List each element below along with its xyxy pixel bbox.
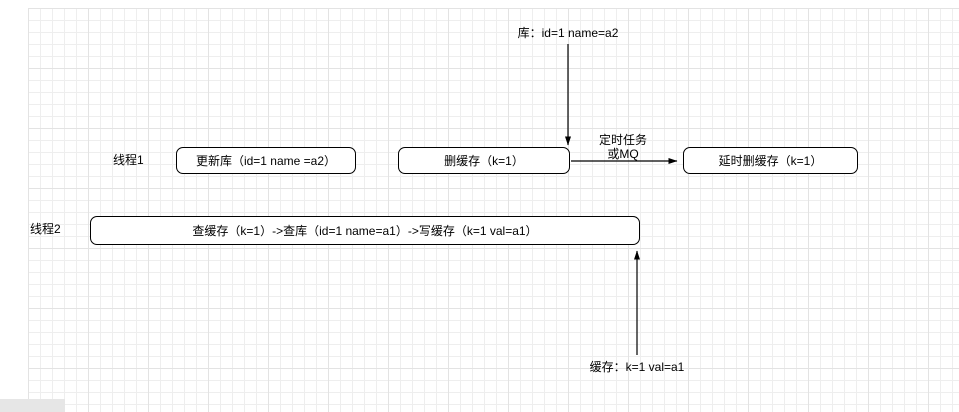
read-write-flow-box[interactable]: 查缓存（k=1）->查库（id=1 name=a1）->写缓存（k=1 val=…	[90, 216, 640, 245]
delayed-delete-cache-box[interactable]: 延时删缓存（k=1）	[683, 147, 858, 174]
timer-task-line1: 定时任务	[598, 133, 648, 147]
canvas-edge-corner	[0, 399, 65, 412]
delete-cache-box[interactable]: 删缓存（k=1）	[398, 147, 570, 174]
timer-task-label[interactable]: 定时任务 或MQ	[599, 133, 647, 161]
timer-task-line2: 或MQ	[607, 147, 639, 161]
grid-background	[28, 8, 959, 412]
cache-state-label[interactable]: 缓存：k=1 val=a1	[589, 360, 685, 374]
update-db-box[interactable]: 更新库（id=1 name =a2）	[176, 147, 356, 174]
thread2-label[interactable]: 线程2	[30, 222, 61, 236]
db-state-label[interactable]: 库：id=1 name=a2	[517, 26, 619, 40]
thread1-label[interactable]: 线程1	[113, 153, 144, 167]
